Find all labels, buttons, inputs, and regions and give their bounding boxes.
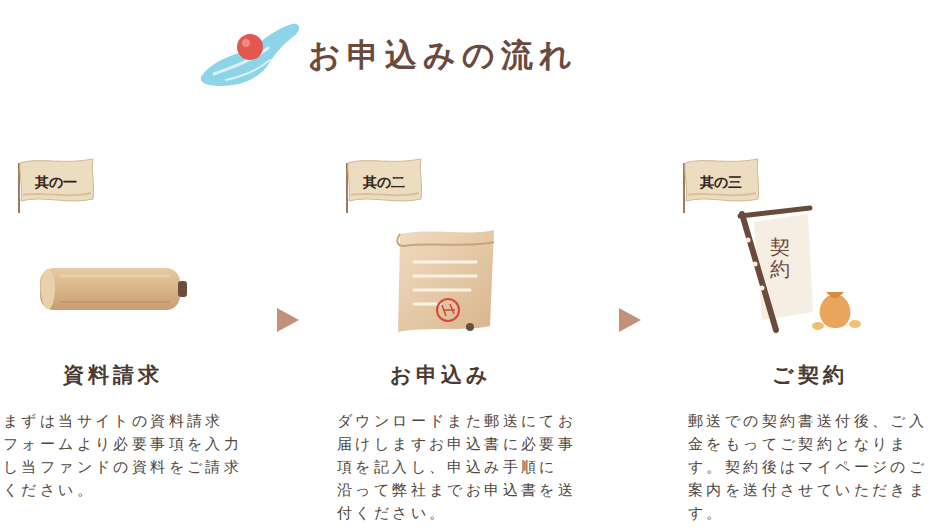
- flag-cloth: [685, 159, 759, 201]
- flag-shade: [688, 193, 756, 195]
- step-flag: 其の二: [343, 155, 425, 215]
- step-number: 其の二: [353, 172, 415, 192]
- step-column: 其の三ご契約郵送での契約書送付後、ご入 金をもってご契約となりま す。契約後はマ…: [642, 150, 932, 528]
- step-heading: お申込み: [341, 362, 541, 388]
- step-description: まずは当サイトの資料請求 フォームより必要事項を入力 し当ファンドの資料をご請求…: [3, 410, 243, 502]
- step-heading: 資料請求: [0, 362, 225, 388]
- step-heading: ご契約: [710, 362, 910, 388]
- document-illustration: [397, 230, 494, 332]
- step-number: 其の一: [25, 172, 87, 192]
- step-description: 郵送での契約書送付後、ご入 金をもってご契約となりま す。契約後はマイページのご…: [688, 410, 928, 525]
- step-flag: 其の一: [15, 155, 97, 215]
- step-column: 其の一資料請求まずは当サイトの資料請求 フォームより必要事項を入力 し当ファンド…: [0, 150, 255, 528]
- flag-cloth: [20, 159, 94, 201]
- title-icon: [201, 24, 299, 86]
- banner-text: 契約: [770, 236, 790, 280]
- step-number: 其の三: [690, 172, 752, 192]
- banner-illustration: [740, 208, 813, 330]
- flag-shade: [23, 193, 91, 195]
- step-arrow: [255, 308, 299, 332]
- step-column: 其の二お申込みダウンロードまた郵送にてお 届けしますお申込書に必要事 項を記入し…: [300, 150, 595, 528]
- scroll-illustration: [40, 268, 187, 310]
- page-title: お申込みの流れ: [308, 33, 578, 77]
- flag-cloth: [348, 159, 422, 201]
- flag-shade: [351, 193, 419, 195]
- step-arrow: [595, 308, 641, 332]
- money-bag-illustration: [812, 292, 861, 330]
- step-description: ダウンロードまた郵送にてお 届けしますお申込書に必要事 項を記入し、申込み手順に…: [337, 410, 577, 525]
- step-flag: 其の三: [680, 155, 762, 215]
